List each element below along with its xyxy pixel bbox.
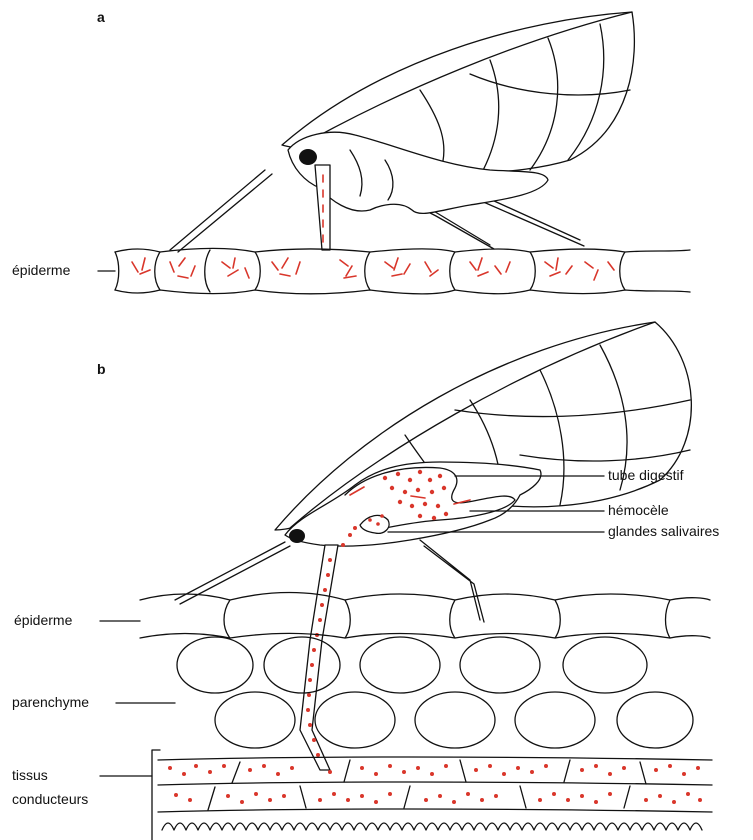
panel-a-epidermis-label: épiderme bbox=[12, 262, 71, 278]
panel-b: b bbox=[12, 322, 719, 840]
panel-b-epidermis: épiderme bbox=[14, 593, 710, 639]
panel-b-stylet bbox=[300, 545, 338, 770]
panel-b-epidermis-label: épiderme bbox=[14, 612, 73, 628]
panel-a-letter: a bbox=[97, 9, 105, 25]
panel-b-vascular: tissus conducteurs bbox=[12, 750, 712, 840]
panel-a-epidermis: épiderme bbox=[12, 248, 690, 294]
panel-b-parenchyma: parenchyme bbox=[12, 637, 693, 748]
panel-a-eye bbox=[299, 149, 317, 165]
panel-b-parenchyma-label: parenchyme bbox=[12, 694, 89, 710]
panel-b-vascular-bracket bbox=[152, 750, 160, 840]
hemocoel-label: hémocèle bbox=[608, 502, 669, 518]
panel-b-vascular-label-line2: conducteurs bbox=[12, 791, 88, 807]
gut-label: tube digestif bbox=[608, 467, 684, 483]
salivary-label: glandes salivaires bbox=[608, 523, 719, 539]
panel-a: a bbox=[12, 9, 690, 294]
panel-b-vascular-label-line1: tissus bbox=[12, 767, 48, 783]
panel-b-letter: b bbox=[97, 361, 106, 377]
panel-b-eye bbox=[289, 529, 305, 543]
